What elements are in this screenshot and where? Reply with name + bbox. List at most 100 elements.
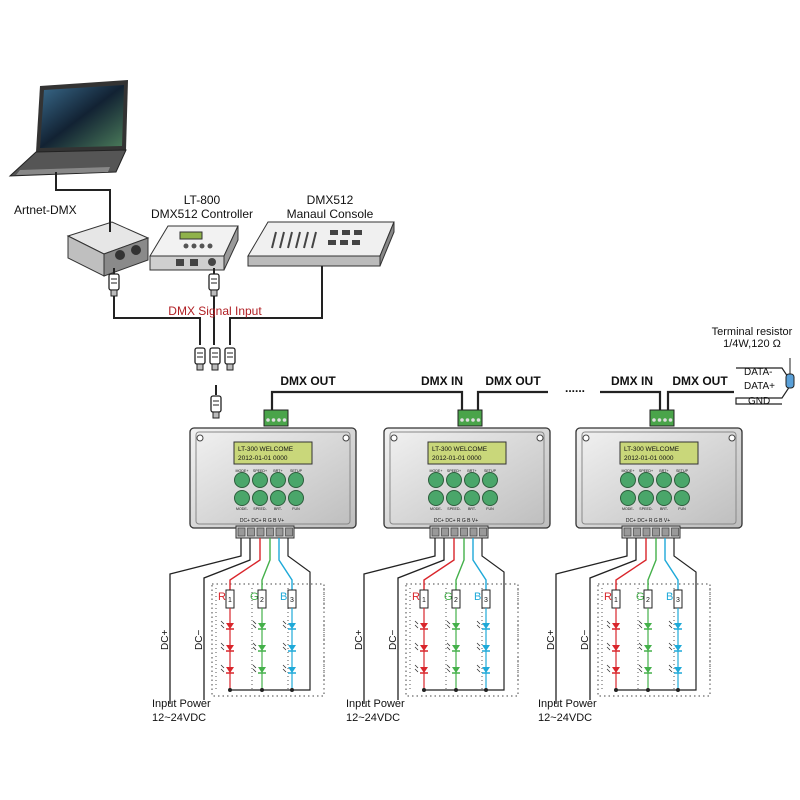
control-button[interactable]	[620, 472, 636, 488]
button-label: MODE+	[236, 469, 249, 473]
green-resistor-label: 2	[646, 597, 650, 604]
button-label: MODE-	[236, 507, 249, 511]
control-button[interactable]	[482, 472, 498, 488]
green-led	[252, 620, 267, 630]
dmx-out-label-1: DMX OUT	[280, 374, 336, 388]
dc-plus-label: DC+	[546, 630, 557, 650]
control-button[interactable]	[620, 490, 636, 506]
decoder-bezel	[195, 431, 351, 525]
button-label: BRT+	[659, 469, 668, 473]
dmx-connector	[457, 409, 483, 427]
connector-screw	[652, 418, 656, 422]
terminal-screw	[479, 527, 487, 537]
lcd-line-1: LT-300 WELCOME	[238, 446, 294, 453]
control-button[interactable]	[288, 490, 304, 506]
button-label: SPEED-	[447, 507, 461, 511]
dmx-out-label-3: DMX OUT	[672, 374, 728, 388]
control-button[interactable]	[482, 490, 498, 506]
button-label: FUN	[486, 507, 494, 511]
input-voltage-label: 12~24VDC	[152, 712, 206, 724]
lcd-line-2: 2012-01-01 0000	[624, 455, 674, 462]
control-button[interactable]	[674, 490, 690, 506]
terminal-screw	[256, 527, 265, 537]
green-led	[638, 620, 653, 630]
decoder-bezel	[389, 431, 545, 525]
red-channel-wire	[423, 538, 455, 590]
control-button[interactable]	[446, 490, 462, 506]
control-button[interactable]	[464, 472, 480, 488]
red-led	[606, 620, 621, 630]
mount-hole	[196, 434, 204, 442]
mount-hole	[390, 434, 398, 442]
control-button[interactable]	[288, 472, 304, 488]
control-button[interactable]	[234, 472, 250, 488]
control-button[interactable]	[446, 472, 462, 488]
blue-resistor-label: 3	[290, 597, 294, 604]
console-label: Manaul Console	[287, 207, 374, 221]
dmx-connector	[263, 409, 289, 427]
button-label: MODE+	[430, 469, 443, 473]
input-power-label: Input Power	[538, 698, 597, 710]
control-button[interactable]	[638, 490, 654, 506]
blue-channel-label: B	[280, 591, 287, 603]
terminal-screw	[450, 527, 459, 537]
terminal-screw	[441, 527, 449, 537]
blue-led	[282, 664, 297, 674]
control-button[interactable]	[656, 472, 672, 488]
control-button[interactable]	[252, 472, 268, 488]
button-label: BRT+	[273, 469, 282, 473]
terminal-screw	[247, 527, 255, 537]
terminal-screw	[633, 527, 641, 537]
button-label: SPEED-	[253, 507, 267, 511]
control-button[interactable]	[270, 472, 286, 488]
terminal-screw	[237, 527, 246, 537]
green-channel-wire	[647, 538, 657, 590]
blue-resistor-label: 3	[676, 597, 680, 604]
blue-channel-label: B	[666, 591, 673, 603]
blue-led	[476, 642, 491, 652]
mount-hole	[342, 434, 350, 442]
control-button[interactable]	[674, 472, 690, 488]
control-button[interactable]	[428, 490, 444, 506]
lcd-screen	[427, 441, 507, 465]
dc-minus-wire	[203, 538, 251, 700]
control-button[interactable]	[464, 490, 480, 506]
input-voltage-label: 12~24VDC	[538, 712, 592, 724]
green-channel-wire	[455, 538, 465, 590]
control-button[interactable]	[656, 490, 672, 506]
mount-hole	[582, 434, 590, 442]
terminal-screw	[671, 527, 679, 537]
blue-channel-label: B	[474, 591, 481, 603]
terminal-screw	[642, 527, 651, 537]
blue-led	[668, 642, 683, 652]
dc-minus-wire	[589, 538, 637, 700]
control-button[interactable]	[428, 472, 444, 488]
blue-led	[476, 664, 491, 674]
lt800-controller	[149, 225, 239, 271]
green-led	[638, 664, 653, 674]
red-channel-wire	[615, 538, 647, 590]
decoder-bezel	[581, 431, 737, 525]
control-button[interactable]	[252, 490, 268, 506]
red-resistor-label: 1	[228, 597, 232, 604]
blue-led	[476, 620, 491, 630]
control-button[interactable]	[234, 490, 250, 506]
red-led	[220, 642, 235, 652]
lcd-screen	[233, 441, 313, 465]
button-label: MODE-	[430, 507, 443, 511]
control-button[interactable]	[638, 472, 654, 488]
bus-junction	[260, 688, 264, 692]
bus-junction	[646, 688, 650, 692]
red-led	[414, 664, 429, 674]
bus-junction	[290, 688, 294, 692]
control-button[interactable]	[270, 490, 286, 506]
green-channel-label: G	[250, 591, 259, 603]
terminal-screw	[652, 527, 660, 537]
terminal-resistor-title: Terminal resistor	[712, 326, 793, 338]
green-channel-wire	[261, 538, 271, 590]
terminal-resistor-spec: 1/4W,120 Ω	[723, 338, 781, 350]
green-led	[638, 642, 653, 652]
button-label: SPEED+	[447, 469, 461, 473]
